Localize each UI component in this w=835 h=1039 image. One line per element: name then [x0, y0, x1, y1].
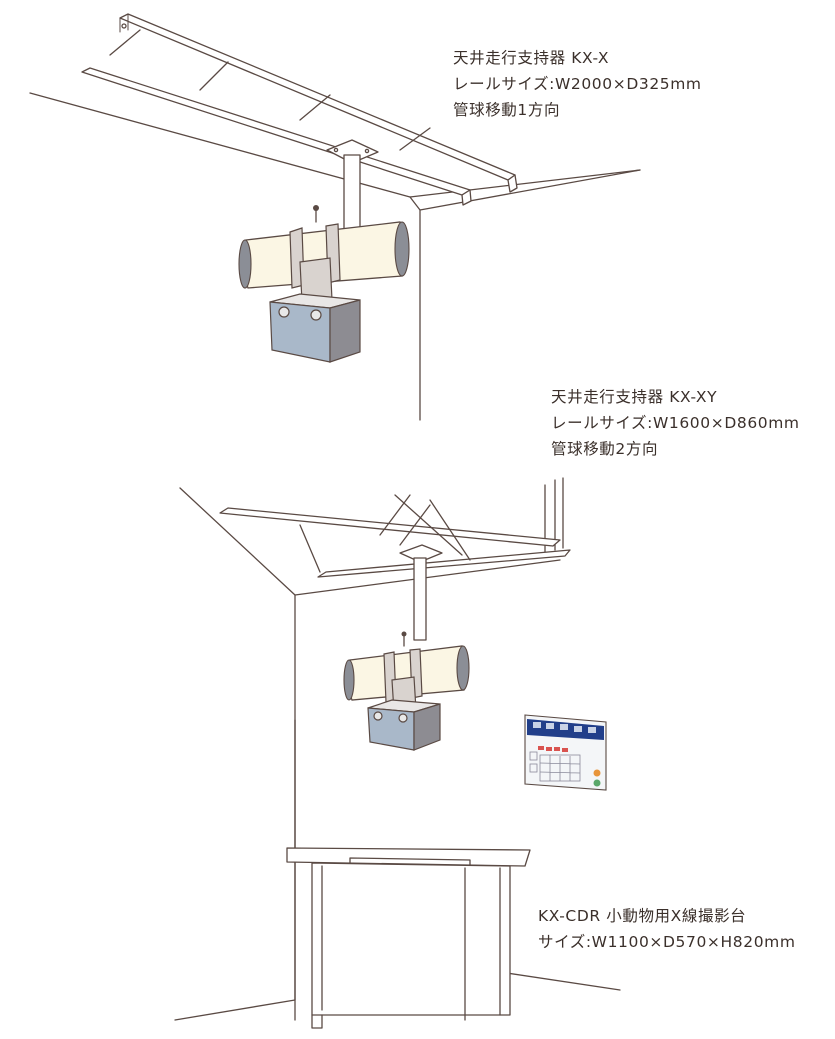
kx-x-collimator — [269, 293, 361, 363]
kx-xy-scene — [174, 477, 621, 1029]
kx-xy-carriage-plate — [399, 544, 443, 563]
table-top — [286, 847, 531, 867]
kx-x-movement: 管球移動1方向 — [453, 101, 561, 119]
kx-xy-label: 天井走行支持器 KX-XY レールサイズ:W1600×D860mm 管球移動2方… — [551, 384, 800, 462]
kx-x-rail — [81, 13, 518, 206]
kx-x-scene — [29, 13, 641, 421]
kx-xy-rail-size: レールサイズ:W1600×D860mm — [551, 414, 800, 432]
table-body — [311, 862, 511, 1016]
kx-xy-xray-tube — [343, 631, 470, 713]
floor-line — [174, 719, 296, 1021]
kx-x-xray-tube — [238, 205, 410, 303]
wall-corner-line — [409, 196, 421, 421]
kx-cdr-size: サイズ:W1100×D570×H820mm — [538, 933, 796, 951]
kx-x-column — [343, 154, 361, 231]
kx-cdr-title: KX-CDR 小動物用X線撮影台 — [538, 907, 747, 925]
kx-x-rail-size: レールサイズ:W2000×D325mm — [453, 75, 702, 93]
kx-cdr-table — [286, 847, 531, 1029]
wall-top-line — [419, 169, 641, 211]
kx-cdr-label: KX-CDR 小動物用X線撮影台 サイズ:W1100×D570×H820mm — [538, 903, 796, 955]
kx-x-label: 天井走行支持器 KX-X レールサイズ:W2000×D325mm 管球移動1方向 — [453, 45, 702, 123]
kx-xy-collimator — [367, 699, 441, 751]
kx-xy-rail — [219, 494, 571, 578]
kx-xy-movement: 管球移動2方向 — [551, 440, 659, 458]
kx-x-title: 天井走行支持器 KX-X — [453, 49, 610, 67]
control-panel — [524, 714, 607, 791]
kx-xy-title: 天井走行支持器 KX-XY — [551, 388, 718, 406]
kx-xy-column — [413, 557, 427, 641]
